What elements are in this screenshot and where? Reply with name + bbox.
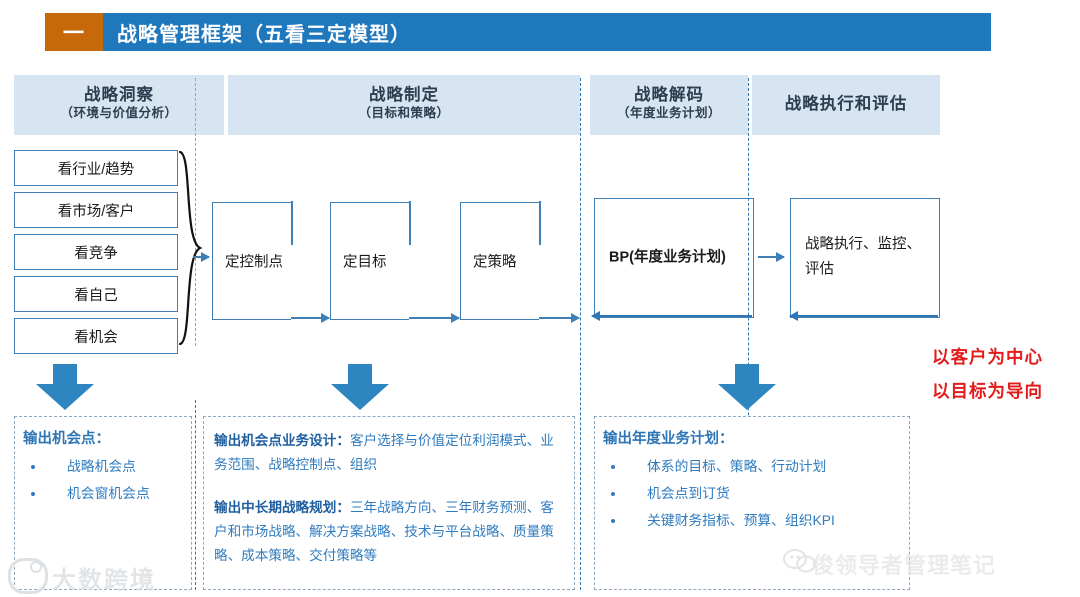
decode-box-bp[interactable]: BP(年度业务计划) [594, 198, 754, 318]
process-box-goal-label: 定目标 [343, 254, 387, 271]
watermark-left-logo-icon [8, 558, 48, 594]
process-box-goal-right-stub [409, 201, 411, 246]
arrow-into-control-point [193, 252, 210, 262]
decode-box-bp-label: BP(年度业务计划) [609, 249, 726, 266]
process-box-strategy-label: 定策略 [473, 254, 517, 271]
wechat-icon [783, 549, 816, 573]
separator-insight-formulation-lower [195, 400, 196, 590]
view-box-opportunity[interactable]: 看机会 [14, 318, 178, 354]
down-arrow-insight-head [36, 384, 94, 410]
arrow-control-point-to-goal [291, 313, 330, 323]
separator-decoding-execution [748, 78, 749, 590]
column-header-execution-main: 战略执行和评估 [784, 95, 908, 113]
column-header-insight-main: 战略洞察 [84, 86, 154, 104]
column-header-insight: 战略洞察 （环境与价值分析） [14, 85, 224, 121]
down-arrow-formulation-head [331, 384, 389, 410]
down-arrow-insight [36, 364, 94, 410]
column-header-formulation-sub: （目标和策略） [358, 105, 450, 120]
execution-box-label: 战略执行、监控、评估 [805, 236, 921, 278]
column-header-execution: 战略执行和评估 [752, 94, 940, 115]
arrow-feedback-execution-to-decoding [789, 311, 938, 321]
column-band-decoding [590, 75, 748, 135]
output-box-formulation-para2-title: 输出中长期战略规划： [214, 500, 350, 516]
arrow-feedback-decoding-to-formulation [591, 311, 752, 321]
process-box-strategy[interactable]: 定策略 [460, 201, 541, 320]
output-box-insight-list: 战略机会点 机会窗机会点 [23, 454, 183, 508]
view-box-market[interactable]: 看市场/客户 [14, 192, 178, 228]
list-item: 机会窗机会点 [23, 481, 183, 508]
list-item: 战略机会点 [23, 454, 183, 481]
output-box-decoding-list: 体系的目标、策略、行动计划 机会点到订货 关键财务指标、预算、组织KPI [603, 454, 901, 535]
slogan-customer-centric: 以客户为中心 [932, 347, 1043, 367]
output-box-decoding[interactable]: 输出年度业务计划： 体系的目标、策略、行动计划 机会点到订货 关键财务指标、预算… [594, 416, 910, 590]
column-header-formulation-main: 战略制定 [369, 86, 439, 104]
output-box-formulation-para2-body: 三年战略方向、三年财务预测、客户和市场战略、解决方案战略、技术与平台战略、质量策… [214, 500, 554, 563]
five-views-brace [178, 150, 204, 346]
output-box-formulation-para1: 输出机会点业务设计：客户选择与价值定位利润模式、业务范围、战略控制点、组织 [214, 429, 564, 476]
column-header-insight-sub: （环境与价值分析） [60, 105, 178, 120]
process-box-control-point-right-stub [291, 201, 293, 246]
output-box-formulation[interactable]: 输出机会点业务设计：客户选择与价值定位利润模式、业务范围、战略控制点、组织 输出… [203, 416, 575, 590]
down-arrow-decoding-head [718, 384, 776, 410]
page-title: 战略管理框架（五看三定模型） [117, 23, 411, 46]
down-arrow-decoding [718, 364, 776, 410]
watermark-left-text: 大数跨境 [52, 567, 156, 594]
column-band-insight [14, 75, 224, 135]
process-box-goal[interactable]: 定目标 [330, 201, 411, 320]
down-arrow-formulation [331, 364, 389, 410]
column-band-formulation [228, 75, 580, 135]
title-bar [45, 13, 991, 51]
column-header-decoding-sub: （年度业务计划） [616, 105, 721, 120]
column-band-execution [752, 75, 940, 135]
output-box-formulation-para1-title: 输出机会点业务设计： [214, 433, 350, 448]
process-box-control-point[interactable]: 定控制点 [212, 201, 293, 320]
column-header-formulation: 战略制定 （目标和策略） [228, 85, 580, 121]
view-box-industry[interactable]: 看行业/趋势 [14, 150, 178, 186]
view-box-competition[interactable]: 看竞争 [14, 234, 178, 270]
column-header-decoding: 战略解码 （年度业务计划） [590, 85, 748, 121]
arrow-goal-to-strategy [409, 313, 460, 323]
execution-box[interactable]: 战略执行、监控、评估 [790, 198, 940, 318]
down-arrow-decoding-shaft [735, 364, 759, 386]
list-item: 体系的目标、策略、行动计划 [603, 454, 901, 481]
slogan-goal-oriented: 以目标为导向 [932, 381, 1043, 401]
watermark-left-logo-dot-icon [30, 561, 42, 573]
separator-insight-formulation [195, 78, 196, 346]
title-number-badge: 一 [45, 13, 103, 51]
output-box-decoding-title: 输出年度业务计划： [603, 431, 734, 447]
process-box-control-point-label: 定控制点 [225, 254, 283, 271]
view-box-self[interactable]: 看自己 [14, 276, 178, 312]
list-item: 关键财务指标、预算、组织KPI [603, 508, 901, 535]
down-arrow-formulation-shaft [348, 364, 372, 386]
output-box-insight[interactable]: 输出机会点： 战略机会点 机会窗机会点 [14, 416, 192, 590]
arrow-bp-to-execution [758, 252, 785, 262]
arrow-strategy-to-decoding [539, 313, 580, 323]
list-item: 机会点到订货 [603, 481, 901, 508]
output-box-formulation-para1-body: 客户选择与价值定位利润模式、业务范围、战略控制点、组织 [214, 433, 554, 472]
down-arrow-insight-shaft [53, 364, 77, 386]
output-box-formulation-para2: 输出中长期战略规划：三年战略方向、三年财务预测、客户和市场战略、解决方案战略、技… [214, 496, 564, 567]
process-box-strategy-right-stub [539, 201, 541, 246]
separator-formulation-decoding [580, 78, 581, 590]
watermark-right-text: 俊领导者管理笔记 [812, 553, 997, 578]
output-box-insight-title: 输出机会点： [23, 431, 110, 447]
column-header-decoding-main: 战略解码 [634, 86, 704, 104]
